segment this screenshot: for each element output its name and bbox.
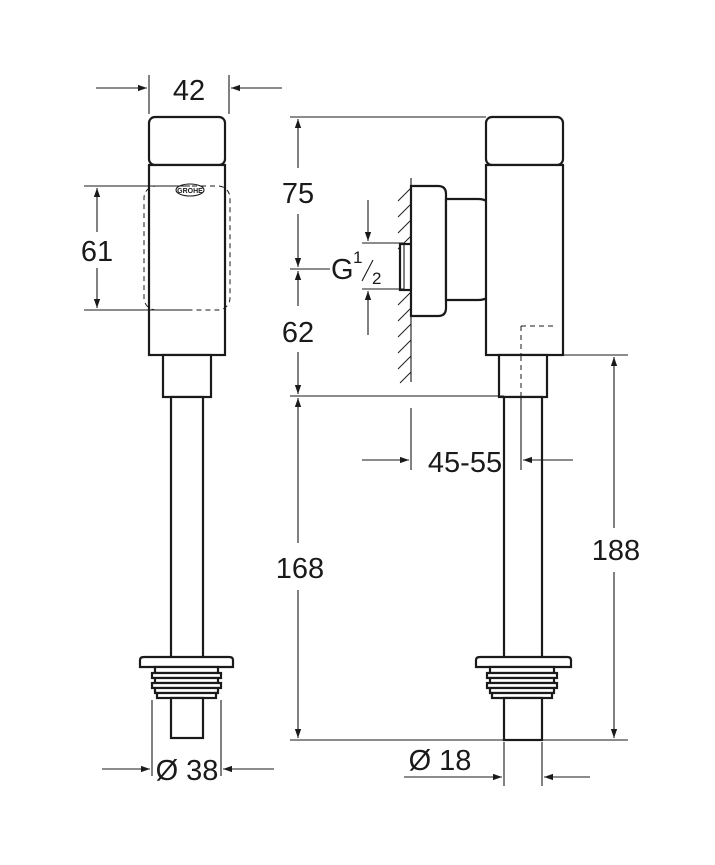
dimension-diameter-38: Ø 38 (156, 755, 219, 787)
thread-denominator: 2 (372, 269, 381, 288)
side-flange (474, 655, 573, 669)
side-connector (497, 353, 549, 399)
side-wall-rosette (409, 184, 448, 318)
dimension-diameter-18: Ø 18 (409, 745, 472, 777)
side-tail-pipe (502, 696, 544, 742)
front-pipe (169, 395, 205, 661)
dimension-thread-g-half: G 1 2 (331, 248, 381, 288)
side-push-button (484, 115, 565, 167)
dimension-75: 75 (282, 178, 314, 210)
front-thread (150, 665, 223, 700)
dimension-62: 62 (282, 317, 314, 349)
side-thread (485, 665, 559, 700)
front-tail-pipe (169, 696, 205, 740)
thread-numerator: 1 (353, 248, 362, 267)
grohe-logo: GROHE (175, 183, 205, 197)
front-flange (138, 655, 235, 669)
dimension-61: 61 (81, 236, 113, 268)
thread-letter: G (331, 254, 354, 286)
dimension-188: 188 (592, 535, 640, 567)
side-view: 75 62 168 188 G 1 2 45-55 (276, 115, 640, 786)
grohe-logo-text: GROHE (177, 188, 203, 195)
dimension-45-55: 45-55 (428, 447, 502, 479)
side-pipe (502, 395, 544, 661)
front-valve-body (147, 163, 227, 357)
front-view: GROHE 42 61 (81, 75, 282, 787)
front-push-button (147, 115, 227, 167)
dimension-42: 42 (173, 75, 205, 107)
front-connector (161, 353, 213, 399)
dimension-168: 168 (276, 553, 324, 585)
